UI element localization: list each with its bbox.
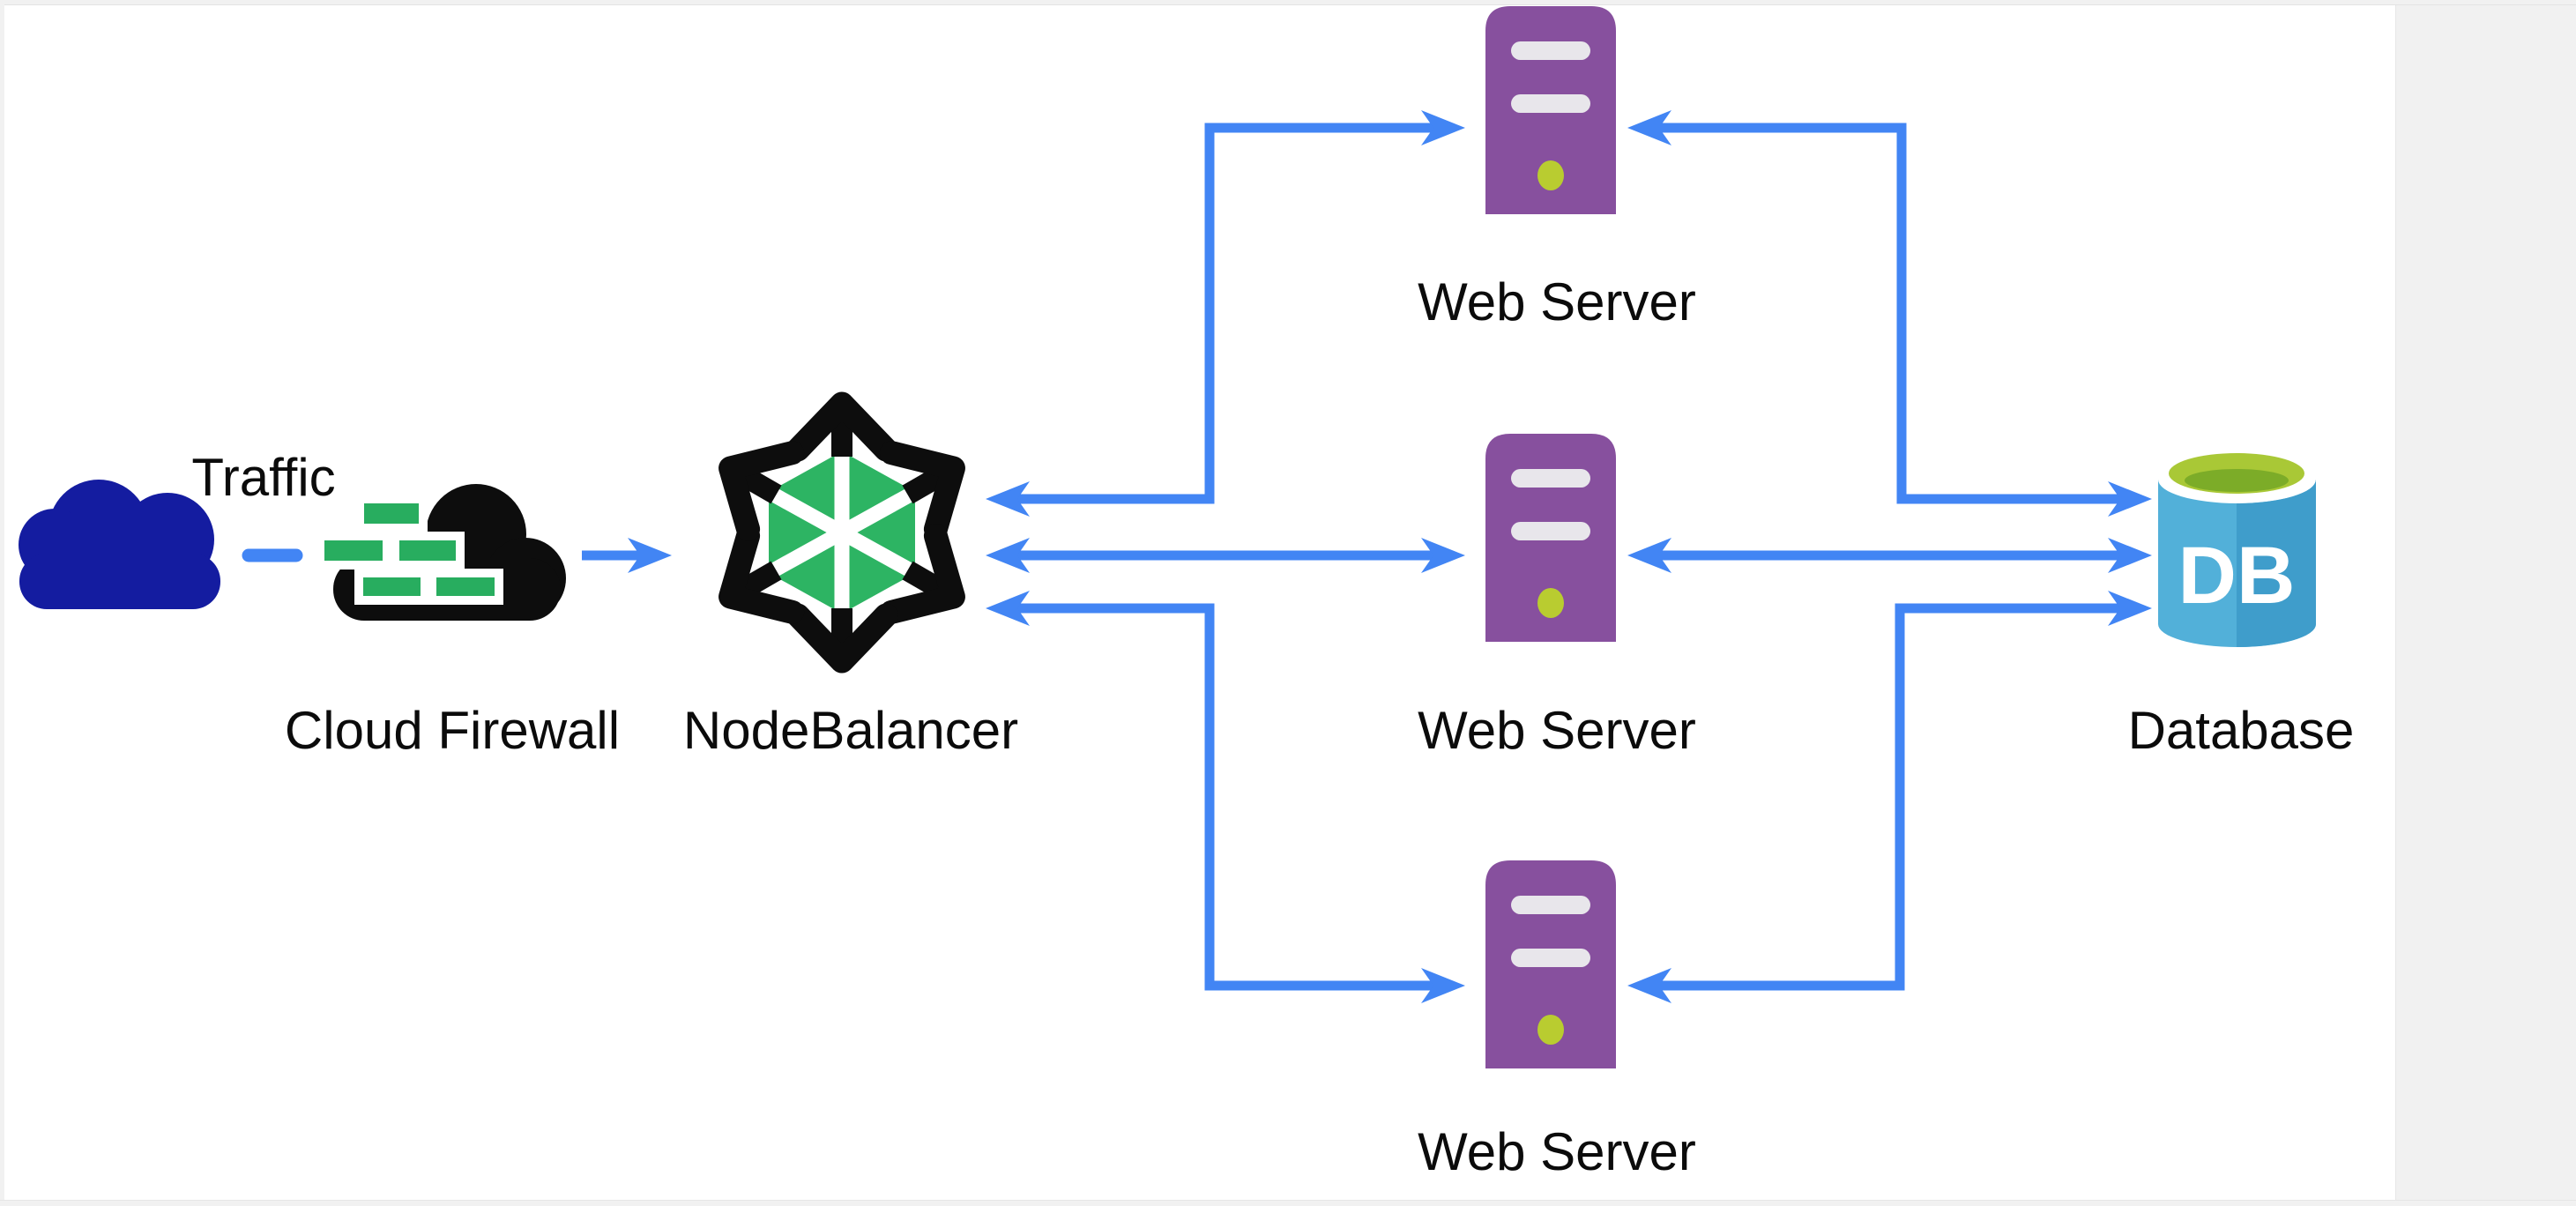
firewall-icon: [316, 484, 566, 621]
traffic-label: Traffic: [191, 448, 336, 507]
database-icon: DB: [2155, 450, 2319, 648]
cloud-firewall-label: Cloud Firewall: [284, 701, 621, 760]
database-label: Database: [2127, 701, 2355, 760]
connector-nodebalancer-webserver-bottom: [986, 591, 1465, 1003]
web-server-top-label: Web Server: [1418, 272, 1696, 331]
connector-webserver-bottom-database: [1627, 591, 2152, 1003]
db-badge: DB: [2178, 531, 2296, 621]
web-server-middle-label: Web Server: [1418, 701, 1696, 760]
connector-webserver-top-database: [1627, 110, 2152, 517]
connector-webserver-middle-database: [1627, 538, 2152, 573]
web-server-middle-icon: [1485, 434, 1616, 642]
web-server-top-icon: [1485, 6, 1616, 214]
top-edge: [0, 0, 2576, 5]
connector-nodebalancer-webserver-middle: [986, 538, 1465, 573]
traffic-cloud-icon: [19, 480, 220, 609]
right-gutter: [2395, 0, 2576, 1206]
firewall-bricks: [316, 495, 503, 605]
left-edge: [0, 0, 4, 1206]
web-server-bottom-icon: [1485, 860, 1616, 1068]
connector-firewall-nodebalancer: [582, 538, 672, 573]
nodebalancer-icon: [709, 404, 976, 661]
nodebalancer-label: NodeBalancer: [682, 701, 1019, 760]
web-server-bottom-label: Web Server: [1418, 1122, 1696, 1181]
connector-nodebalancer-webserver-top: [986, 110, 1465, 517]
bottom-edge: [0, 1200, 2576, 1206]
